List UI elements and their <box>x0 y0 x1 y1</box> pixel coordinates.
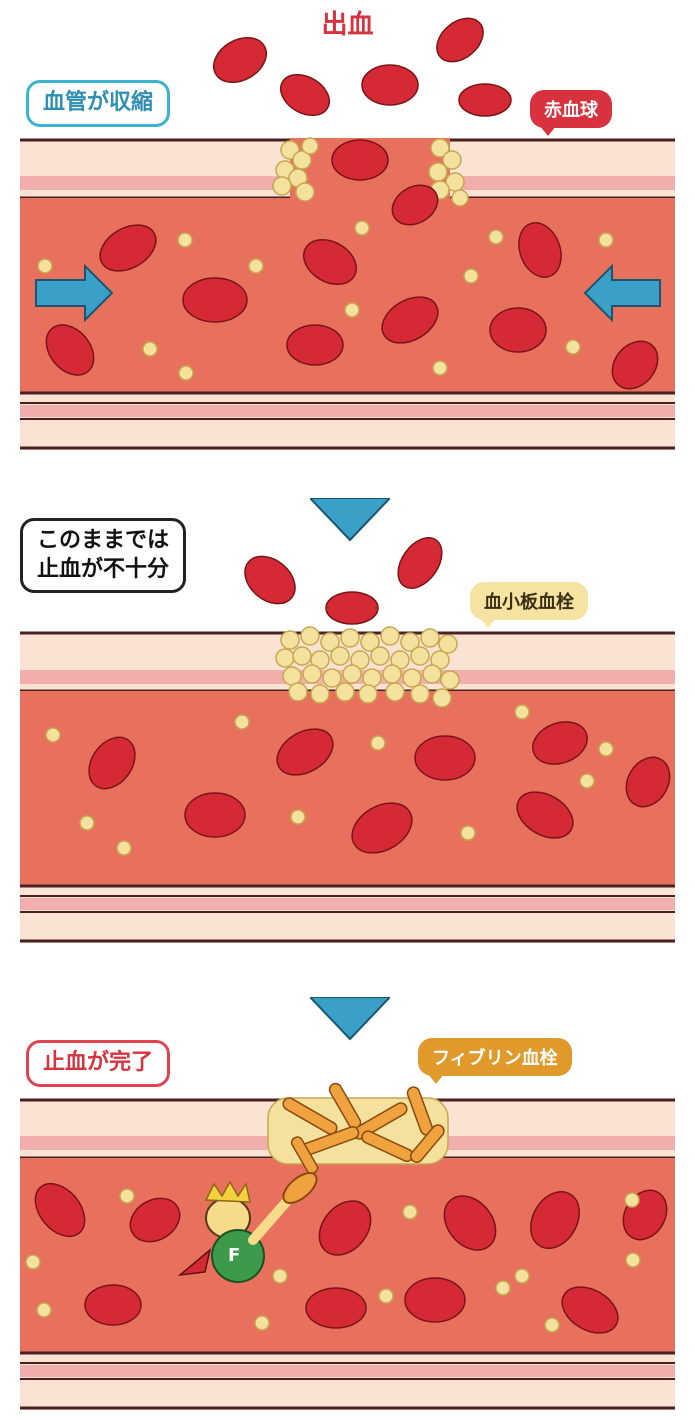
fibrin-clot-callout: フィブリン血栓 <box>418 1038 572 1084</box>
vessel-scene-fibrin <box>20 1082 675 1410</box>
vasoconstriction-label: 血管が収縮 <box>26 80 171 127</box>
crown-icon <box>204 1180 251 1203</box>
constriction-arrow-left <box>35 263 114 323</box>
platelet-cluster-left <box>272 137 319 202</box>
panel-platelet-plug: このままでは 止血が不十分 血小板血栓 <box>0 460 695 960</box>
down-arrow-1 <box>310 498 390 542</box>
insufficient-line-1: このままでは <box>37 528 170 553</box>
hemostasis-complete-label: 止血が完了 <box>26 1040 171 1087</box>
fibrin-stick-held <box>282 1172 318 1204</box>
panel-bleeding: 出血 <box>0 0 695 460</box>
constriction-arrow-right <box>583 263 661 323</box>
platelet-plug-callout: 血小板血栓 <box>470 582 588 628</box>
red-blood-cells <box>34 1182 668 1334</box>
platelet-cluster-right <box>428 138 469 207</box>
red-blood-cell-callout: 赤血球 <box>530 90 612 136</box>
blood-stream <box>20 198 675 393</box>
platelets-free <box>37 220 614 381</box>
vessel-wall-bottom <box>20 1351 675 1410</box>
red-blood-cells <box>88 537 671 854</box>
vessel-wall-bottom <box>20 884 675 943</box>
platelets-free <box>25 1188 641 1333</box>
fibrin-strands <box>282 1082 445 1175</box>
panel-fibrin-clot: F 止血が完了 フィブリン血栓 <box>0 960 695 1420</box>
vessel-scene-bleeding <box>20 17 675 450</box>
fibrin-mascot <box>177 1172 318 1283</box>
mascot-letter: F <box>228 1245 241 1266</box>
insufficient-line-2: 止血が不十分 <box>37 556 170 582</box>
platelets-free <box>45 704 614 856</box>
vessel-scene-platelet <box>20 537 675 943</box>
blood-stream <box>20 691 675 886</box>
red-blood-cells <box>45 17 659 390</box>
insufficient-hemostasis-label: このままでは 止血が不十分 <box>20 518 187 594</box>
vessel-wall-bottom <box>20 391 675 450</box>
down-arrow-2 <box>310 997 390 1041</box>
bleeding-title: 出血 <box>321 10 374 40</box>
platelet-plug <box>275 626 460 708</box>
mascot-cape <box>177 1248 212 1277</box>
